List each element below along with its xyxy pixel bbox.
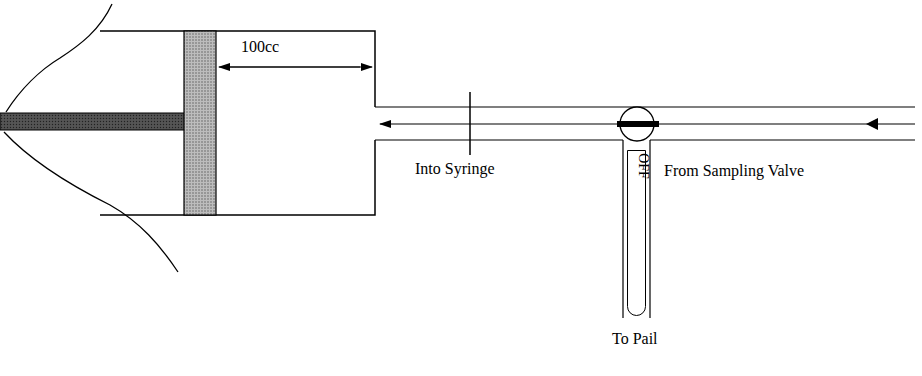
valve-bore — [617, 121, 659, 127]
flow-label: From Sampling Valve — [664, 162, 804, 180]
flow-arrowhead — [866, 118, 878, 130]
valve-handle: OFF — [627, 150, 646, 316]
tube-wall — [375, 139, 623, 140]
syringe-barrel — [100, 31, 375, 215]
drain-tube — [622, 140, 623, 318]
hand-outline — [6, 4, 112, 112]
tube-wall — [650, 139, 915, 140]
valve-state: OFF — [635, 153, 649, 179]
hand-outline — [4, 132, 178, 272]
plunger — [184, 31, 216, 215]
dimension-label: 100cc — [241, 38, 279, 56]
flow-label: Into Syringe — [415, 160, 495, 178]
flow-label: To Pail — [612, 330, 658, 348]
tube-wall — [375, 106, 915, 107]
dimension-arrow — [219, 66, 360, 67]
plunger-rod — [0, 113, 185, 130]
connector-tick — [469, 92, 471, 155]
